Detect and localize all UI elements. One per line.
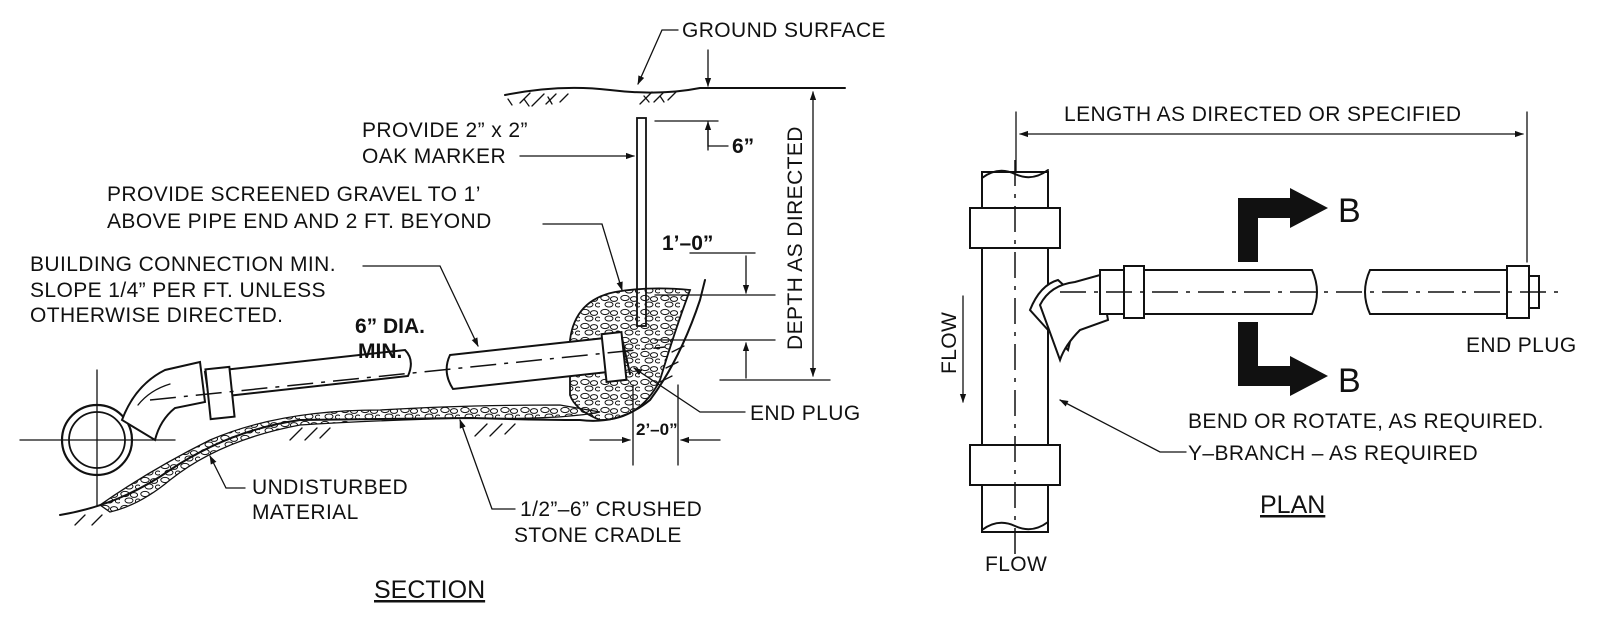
trench-profile	[59, 279, 706, 516]
section-cut-arrow-bottom	[1238, 322, 1328, 396]
dia-label-1: 6” DIA.	[355, 315, 425, 338]
plan-branch-pipe	[1060, 265, 1560, 319]
oak-marker-label-1: PROVIDE 2” x 2”	[362, 119, 528, 142]
one-foot-label: 1’–0”	[662, 232, 713, 255]
bldg-leader	[362, 265, 479, 347]
ground-surface	[504, 86, 846, 107]
oak-marker-label-2: OAK MARKER	[362, 145, 506, 168]
undisturbed-leader	[209, 455, 246, 489]
end-plug-label: END PLUG	[750, 402, 861, 425]
bldg-label-2: SLOPE 1/4” PER FT. UNLESS	[30, 279, 326, 302]
ground-surface-leader	[637, 29, 679, 85]
section-b-bottom: B	[1338, 362, 1361, 400]
gravel-label-1: PROVIDE SCREENED GRAVEL TO 1’	[107, 183, 481, 206]
plan-title: PLAN	[1260, 491, 1325, 519]
bldg-label-3: OTHERWISE DIRECTED.	[30, 304, 283, 327]
two-foot-label: 2’–0”	[636, 420, 678, 439]
stone-leader	[459, 419, 516, 510]
six-inch-label: 6”	[732, 135, 754, 158]
stone-label-2: STONE CRADLE	[514, 524, 682, 547]
section-cut-arrows	[1238, 188, 1328, 396]
undisturbed-label-1: UNDISTURBED	[252, 476, 408, 499]
flow-bottom-label: FLOW	[985, 553, 1047, 576]
plan-view: LENGTH AS DIRECTED OR SPECIFIED	[938, 103, 1577, 576]
plan-end-plug-label: END PLUG	[1466, 334, 1577, 357]
branch-elbow	[120, 360, 207, 442]
end-plug-leader	[633, 367, 746, 413]
stone-label-1: 1/2”–6” CRUSHED	[520, 498, 702, 521]
screened-gravel	[569, 287, 692, 421]
ybranch-label: Y–BRANCH – AS REQUIRED	[1188, 442, 1478, 465]
ground-surface-label: GROUND SURFACE	[682, 19, 886, 42]
depth-label: DEPTH AS DIRECTED	[784, 126, 807, 350]
bldg-label-1: BUILDING CONNECTION MIN.	[30, 253, 336, 276]
plan-y-branch	[1028, 273, 1110, 364]
ybranch-leader	[1059, 399, 1187, 453]
dia-label-2: MIN.	[358, 340, 402, 363]
length-label: LENGTH AS DIRECTED OR SPECIFIED	[1064, 103, 1461, 126]
plan-main-pipe	[969, 160, 1061, 555]
gravel-label-2: ABOVE PIPE END AND 2 FT. BEYOND	[107, 210, 492, 233]
gravel-leader	[542, 223, 623, 291]
undisturbed-label-2: MATERIAL	[252, 501, 359, 524]
section-cut-arrow-top	[1238, 188, 1328, 262]
section-view: GROUND SURFACE 6” PROVIDE 2” x 2” OAK MA…	[19, 19, 886, 604]
section-title: SECTION	[374, 576, 485, 604]
section-b-top: B	[1338, 192, 1361, 230]
main-pipe-end	[19, 369, 176, 506]
flow-vertical-label: FLOW	[938, 312, 961, 374]
pipe-centerline	[149, 346, 666, 401]
bend-label: BEND OR ROTATE, AS REQUIRED.	[1188, 410, 1544, 433]
lateral-pipe-2	[445, 330, 631, 391]
stone-cradle	[98, 404, 601, 513]
